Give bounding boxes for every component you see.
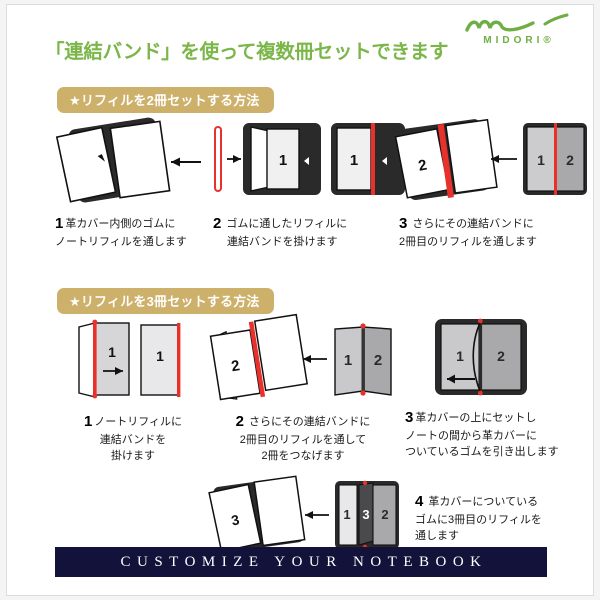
page-number-label: 2 [566,152,574,168]
caption-line: 通します [415,529,459,542]
footer-banner-text: CUSTOMIZE YOUR NOTEBOOK [120,553,488,570]
page-number-label: 1 [350,152,358,169]
page-number-label: 1 [537,152,545,168]
illustration-second-refill-joined: 2 1 2 [209,313,395,405]
illustration-third-refill-through-elastic: 3 1 3 2 [208,475,401,555]
illustration-adding-second-refill-and-result: 2 1 2 [394,117,589,205]
caption-line: ついているゴムを引き出します [405,445,559,458]
section2-step-2: 2 1 2 2 さらにその連結バンドに 2冊目のリフィルを通して 2冊をつなげま… [209,313,395,465]
page-number-label: 2 [497,348,505,364]
caption-line: さらにその連結バンドに [249,416,371,428]
section1-step-3: 2 1 2 3 さらにその連結バンドに 2冊目のリフィルを通します [394,117,589,251]
section1-step-3-caption: 3 さらにその連結バンドに 2冊目のリフィルを通します [399,213,589,251]
page-number-label: 1 [156,348,164,364]
caption-line: ノートの間から革カバーに [405,429,537,442]
caption-line: 連結バンドを [99,433,167,446]
section1-step-2-caption: 2 ゴムに通したリフィルに 連結バンドを掛けます [213,213,388,251]
step-number: 2 [235,413,244,430]
caption-line: ノートリフィルに [94,416,183,428]
page-number-label: 2 [230,357,241,375]
page-number-label: 1 [279,152,287,169]
illustration-set-on-leather-cover: 1 2 [431,315,559,399]
step-number: 3 [405,409,414,426]
step-number: 4 [415,493,424,510]
section1-step-2: 1 1 2 ゴムに通したリフィルに 連結バンドを掛けます [213,117,405,251]
section-1-header: ★リフィルを2冊セットする方法 [57,87,274,113]
page-number-label: 2 [417,157,428,175]
caption-line: ゴムに通したリフィルに [226,218,348,230]
page-number-label: 2 [374,352,382,369]
section2-step-4: 3 1 3 2 [208,475,542,555]
step-number: 1 [55,215,64,232]
page-number-label: 1 [108,344,116,360]
step-number: 3 [399,215,408,232]
page-number-label: 1 [456,348,464,364]
caption-line: 連結バンドを掛けます [227,235,338,248]
content-sheet: 「連結バンド」を使って複数冊セットできます MIDORI® ★リフィルを2冊セッ… [6,4,594,596]
midori-logo-text: MIDORI® [483,35,555,46]
illustration-cover-with-refill-inserting [55,117,205,205]
illustration-refill-with-band: 1 1 [69,317,197,403]
caption-line: 2冊目のリフィルを通して [239,433,367,446]
section-2-header: ★リフィルを3冊セットする方法 [57,288,274,314]
page-title: 「連結バンド」を使って複数冊セットできます [45,41,449,63]
step-number: 1 [83,413,93,430]
caption-line: さらにその連結バンドに [412,218,534,230]
page-number-label: 3 [230,511,241,528]
page-number-label: 3 [362,507,369,522]
caption-line: 2冊目のリフィルを通します [399,235,537,248]
section2-step-4-caption: 4 革カバーについている ゴムに3冊目のリフィルを 通します [415,491,542,545]
caption-line: ゴムに3冊目のリフィルを [415,513,542,526]
caption-line: 革カバー内側のゴムに [65,218,176,230]
footer-banner: CUSTOMIZE YOUR NOTEBOOK [55,547,547,577]
caption-line: 革カバーの上にセットし [415,412,537,424]
illustration-band-and-cover-with-refill: 1 1 [213,117,405,205]
page-number-label: 2 [381,507,388,522]
midori-logo: MIDORI® [461,13,573,46]
page-number-label: 1 [344,352,352,369]
midori-script-mark [465,13,569,32]
page-header: 「連結バンド」を使って複数冊セットできます MIDORI® [7,5,593,77]
arrow-insert [171,157,201,167]
caption-line: 掛けます [111,449,155,462]
caption-line: ノートリフィルを通します [55,235,187,248]
step-number: 2 [213,215,222,232]
page-number-label: 1 [343,507,350,522]
caption-line: 2冊をつなげます [261,449,345,462]
section2-step-2-caption: 2 さらにその連結バンドに 2冊目のリフィルを通して 2冊をつなげます [211,411,395,465]
caption-line: 革カバーについている [428,496,539,508]
